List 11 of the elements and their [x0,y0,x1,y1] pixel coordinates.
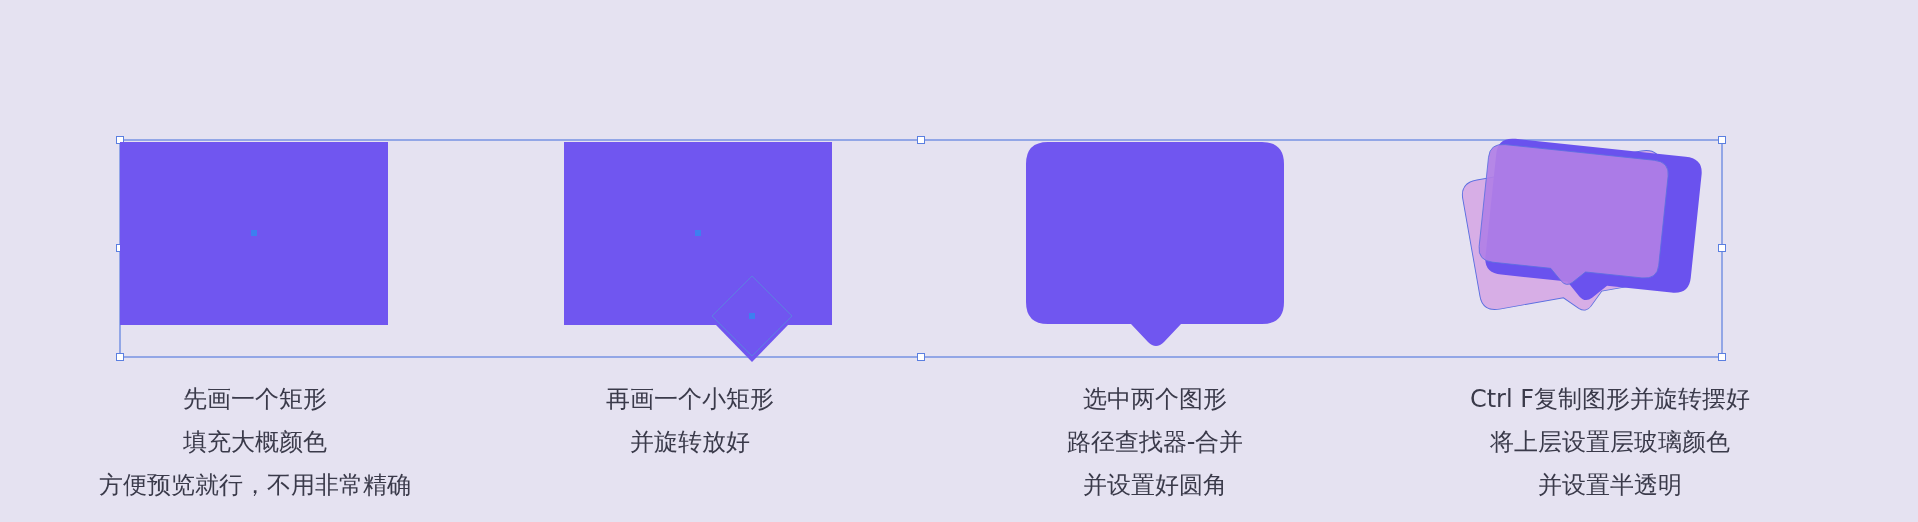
caption-text: 选中两个图形 [1082,384,1228,415]
caption-text: 先画一个矩形 [182,384,328,415]
caption-text: 并设置好圆角 [1082,470,1228,501]
caption-text: 将上层设置层玻璃颜色 [1489,427,1731,458]
caption-text: 再画一个小矩形 [605,384,775,415]
caption-text: Ctrl F复制图形并旋转摆好 [1468,384,1752,415]
caption-text: 方便预览就行，不用非常精确 [98,470,412,501]
caption-text: 填充大概颜色 [182,427,328,458]
caption-text: 并旋转放好 [629,427,751,458]
caption-text: 路径查找器-合并 [1065,427,1245,458]
caption-text: 并设置半透明 [1537,470,1683,501]
